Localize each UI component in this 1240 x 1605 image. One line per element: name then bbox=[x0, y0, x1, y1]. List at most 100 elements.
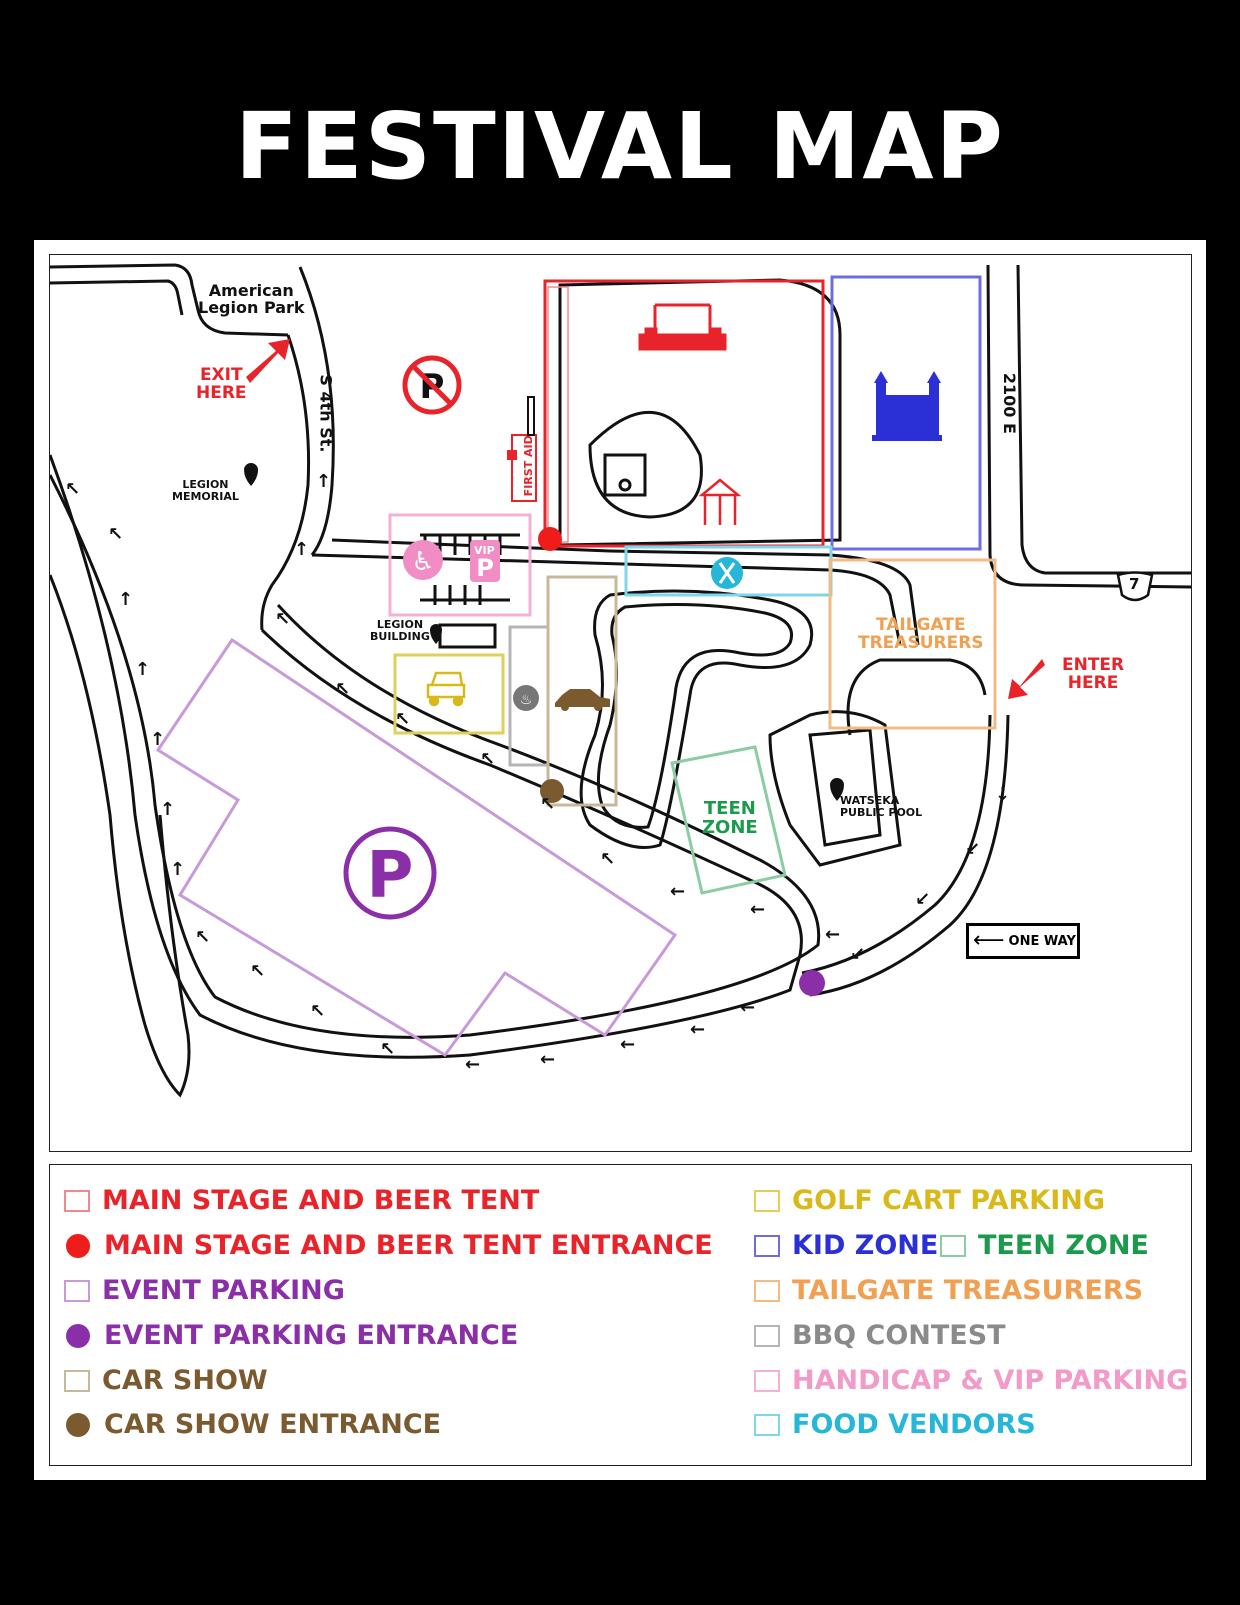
one-way-arrow-icon: ⟵ bbox=[973, 928, 1005, 953]
car-show-entrance-dot bbox=[540, 779, 564, 803]
legend-item-car-show-entrance: CAR SHOW ENTRANCE bbox=[66, 1409, 441, 1440]
enter-arrow-icon bbox=[1008, 659, 1045, 699]
home-plate-area bbox=[603, 453, 647, 497]
svg-text:←: ← bbox=[670, 881, 685, 902]
svg-text:↖: ↖ bbox=[250, 961, 265, 982]
road-top-left bbox=[50, 263, 289, 337]
map-legend: MAIN STAGE AND BEER TENT MAIN STAGE AND … bbox=[49, 1164, 1192, 1466]
first-aid-label: FIRST AID bbox=[521, 435, 535, 497]
s4th-street-label: S 4th St. bbox=[316, 374, 336, 453]
map-sheet: P ♿ P bbox=[34, 240, 1206, 1480]
pool-building-outer bbox=[768, 710, 902, 867]
bounce-castle-icon bbox=[872, 371, 942, 441]
svg-text:↖: ↖ bbox=[310, 1001, 325, 1022]
legend-label: TEEN ZONE bbox=[978, 1230, 1149, 1261]
svg-text:←: ← bbox=[750, 899, 765, 920]
pool-building-inner bbox=[808, 728, 882, 847]
legend-square-icon bbox=[64, 1279, 90, 1302]
svg-text:↖: ↖ bbox=[275, 609, 290, 630]
svg-text:↓: ↓ bbox=[995, 784, 1010, 805]
legend-item-bbq-contest: BBQ CONTEST bbox=[754, 1320, 1006, 1351]
legend-label: GOLF CART PARKING bbox=[792, 1185, 1105, 1216]
vip-parking-icon: P bbox=[470, 540, 500, 582]
legend-square-icon bbox=[754, 1234, 780, 1257]
wheelchair-icon: ♿ bbox=[403, 540, 443, 580]
tailgate-zone bbox=[828, 558, 997, 730]
us-route-shield-icon bbox=[1116, 571, 1154, 602]
exit-arrow-icon bbox=[246, 339, 290, 383]
legend-dot-icon bbox=[66, 1323, 90, 1348]
legend-label: KID ZONE bbox=[792, 1230, 939, 1261]
svg-text:←: ← bbox=[465, 1054, 480, 1075]
map-drawing: P ♿ P bbox=[50, 263, 1191, 1098]
legend-item-golf-cart: GOLF CART PARKING bbox=[754, 1185, 1105, 1216]
legend-label: BBQ CONTEST bbox=[792, 1320, 1006, 1351]
one-way-text: ONE WAY bbox=[1008, 933, 1076, 949]
infield bbox=[588, 410, 703, 519]
svg-text:↖: ↖ bbox=[65, 479, 80, 500]
parking-icon: P bbox=[343, 826, 437, 920]
handicap-vip-zone bbox=[388, 513, 532, 617]
svg-text:↖: ↖ bbox=[380, 1039, 395, 1060]
stage-icon bbox=[638, 303, 727, 351]
legend-square-icon bbox=[754, 1189, 780, 1212]
legend-label: MAIN STAGE AND BEER TENT bbox=[102, 1185, 540, 1216]
tailgate-label: TAILGATE TREASURERS bbox=[858, 615, 984, 653]
svg-text:♿: ♿ bbox=[411, 547, 434, 577]
svg-text:↑: ↑ bbox=[150, 729, 165, 750]
road-2100e-south-inner bbox=[801, 714, 992, 975]
svg-text:↑: ↑ bbox=[170, 859, 185, 880]
legend-item-handicap-vip: HANDICAP & VIP PARKING bbox=[754, 1365, 1188, 1396]
legend-item-main-stage: MAIN STAGE AND BEER TENT bbox=[64, 1185, 539, 1216]
tent-icon bbox=[698, 478, 742, 525]
svg-text:←: ← bbox=[620, 1034, 635, 1055]
legend-item-teen-zone: TEEN ZONE bbox=[940, 1230, 1149, 1261]
legend-item-car-show: CAR SHOW bbox=[64, 1365, 268, 1396]
svg-text:↑: ↑ bbox=[160, 799, 175, 820]
fork-knife-icon bbox=[711, 557, 743, 589]
legend-square-icon bbox=[754, 1413, 780, 1436]
kid-zone bbox=[830, 275, 982, 551]
pitchers-mound bbox=[618, 478, 632, 492]
legend-item-main-stage-entrance: MAIN STAGE AND BEER TENT ENTRANCE bbox=[66, 1230, 713, 1261]
tailgate-loop bbox=[846, 658, 987, 736]
legend-square-icon bbox=[64, 1369, 90, 1392]
golf-cart-zone bbox=[393, 653, 505, 735]
legend-item-kid-zone: KID ZONE bbox=[754, 1230, 938, 1261]
svg-text:↖: ↖ bbox=[480, 749, 495, 770]
svg-text:↑: ↑ bbox=[294, 539, 309, 560]
main-stage-zone bbox=[543, 279, 825, 548]
legend-label: HANDICAP & VIP PARKING bbox=[792, 1365, 1189, 1396]
road-2100e-south bbox=[809, 714, 1010, 997]
direction-arrow-icon: ↑↑↖ ↖↖↖ ↖↖← ←←↓ ↙↙↙ ←←← ←←↖ ↖↖↖ ↑↑↑ ↑↑↖ … bbox=[65, 471, 1010, 1075]
legend-item-event-parking: EVENT PARKING bbox=[64, 1275, 345, 1306]
golf-cart-icon bbox=[426, 671, 466, 707]
svg-text:↖: ↖ bbox=[540, 794, 555, 815]
legend-square-icon bbox=[64, 1189, 90, 1212]
legend-square-icon bbox=[754, 1279, 780, 1302]
enter-label: ENTER HERE bbox=[1062, 655, 1125, 693]
svg-text:↖: ↖ bbox=[335, 679, 350, 700]
car-show-zone bbox=[546, 575, 618, 807]
legend-dot-icon bbox=[66, 1233, 90, 1258]
road-s4th-east bbox=[298, 266, 335, 556]
svg-text:↙: ↙ bbox=[915, 889, 930, 910]
teen-zone-label: TEEN ZONE bbox=[702, 798, 758, 838]
legend-square-icon bbox=[940, 1234, 966, 1257]
road-2100e-west bbox=[986, 264, 1191, 589]
grill-icon: ♨ bbox=[513, 685, 539, 711]
watseka-pool-label: WATSEKA PUBLIC POOL bbox=[840, 794, 923, 819]
svg-text:↙: ↙ bbox=[965, 839, 980, 860]
festival-map: P ♿ P bbox=[49, 254, 1192, 1152]
main-stage-entrance-dot bbox=[538, 527, 562, 551]
svg-text:P: P bbox=[367, 839, 414, 913]
svg-text:♨: ♨ bbox=[520, 692, 533, 708]
svg-text:↖: ↖ bbox=[395, 709, 410, 730]
svg-text:↑: ↑ bbox=[118, 589, 133, 610]
pond-inner bbox=[596, 603, 793, 829]
road-2100e-east bbox=[1016, 264, 1191, 575]
legend-item-tailgate: TAILGATE TREASURERS bbox=[754, 1275, 1143, 1306]
legend-square-icon bbox=[754, 1369, 780, 1392]
legend-label: EVENT PARKING bbox=[102, 1275, 345, 1306]
legend-label: CAR SHOW bbox=[102, 1365, 268, 1396]
